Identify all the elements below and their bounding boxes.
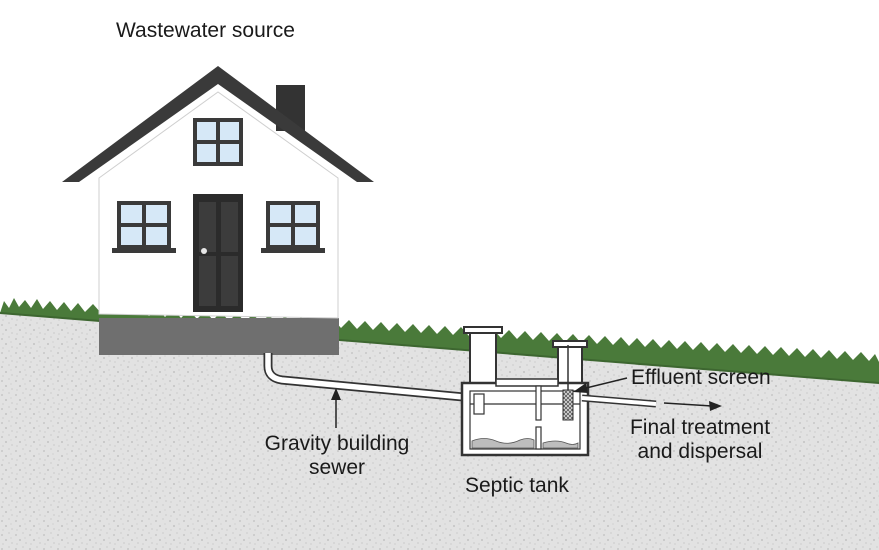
flow-arrow-icon	[663, 401, 722, 411]
house-roof	[62, 66, 374, 182]
effluent-screen-label: Effluent screen	[631, 366, 771, 389]
septic-tank-icon	[460, 326, 590, 457]
left-window-icon	[112, 201, 176, 253]
gravity-sewer-line2: sewer	[308, 456, 366, 479]
wastewater-source-label: Wastewater source	[116, 19, 295, 42]
final-treatment-line1: Final treatment	[629, 416, 771, 439]
gravity-sewer-line1: Gravity building	[264, 432, 410, 455]
right-window-icon	[261, 201, 325, 253]
final-treatment-line2: and dispersal	[637, 440, 763, 463]
septic-tank-label: Septic tank	[465, 474, 569, 497]
gravity-sewer-arrow-icon	[331, 388, 341, 428]
soil-ground	[0, 313, 879, 550]
house-foundation	[99, 318, 339, 355]
gravity-sewer-label: Gravity building sewer	[246, 432, 428, 480]
attic-window-icon	[193, 118, 243, 166]
front-door-icon	[193, 194, 243, 312]
final-treatment-label: Final treatment and dispersal	[612, 416, 788, 464]
effluent-screen-arrow-icon	[573, 377, 628, 393]
